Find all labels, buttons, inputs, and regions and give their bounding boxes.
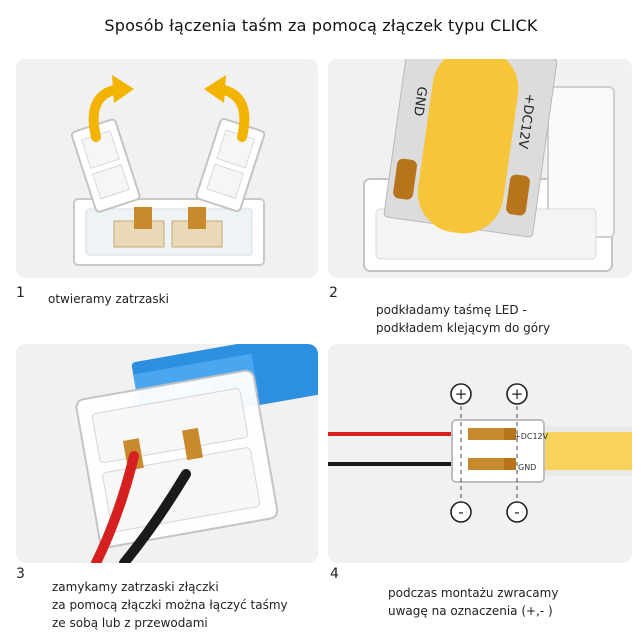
closed-connector-illustration: 10mm bbox=[16, 344, 318, 563]
svg-text:+: + bbox=[511, 385, 524, 403]
svg-text:-: - bbox=[458, 503, 463, 521]
step-2-image: GND +DC12V bbox=[328, 59, 632, 278]
step-1-image bbox=[16, 59, 318, 278]
step-number: 3 bbox=[16, 566, 25, 582]
step-3-image: 10mm bbox=[16, 344, 318, 563]
gnd-label: GND bbox=[410, 86, 429, 118]
step-number: 4 bbox=[330, 566, 339, 582]
step-number: 1 bbox=[16, 285, 25, 301]
minus-icon: - bbox=[450, 501, 472, 523]
step-caption: podkładamy taśmę LED - podkładem klejący… bbox=[376, 303, 551, 335]
plus-icon: + bbox=[450, 383, 472, 405]
minus-icon: - bbox=[506, 501, 528, 523]
gnd-label: GND bbox=[518, 463, 536, 472]
open-arrow-icon bbox=[204, 75, 250, 142]
open-connector-illustration bbox=[16, 59, 318, 278]
plus-icon: + bbox=[506, 383, 528, 405]
step-caption: zamykamy zatrzaski złączki za pomocą złą… bbox=[52, 580, 288, 630]
open-arrow-icon bbox=[88, 75, 134, 142]
page-title: Sposób łączenia taśm za pomocą złączek t… bbox=[104, 16, 538, 35]
step-caption: podczas montażu zwracamy uwagę na oznacz… bbox=[388, 586, 559, 618]
strip-insert-illustration: GND +DC12V bbox=[328, 59, 632, 278]
svg-text:+: + bbox=[455, 385, 468, 403]
svg-text:-: - bbox=[514, 503, 519, 521]
step-caption: otwieramy zatrzaski bbox=[48, 292, 169, 306]
step-number: 2 bbox=[329, 285, 338, 301]
dc12v-label: +DC12V bbox=[514, 432, 549, 441]
step-4-image: +DC12V GND + + - - bbox=[328, 344, 632, 563]
polarity-illustration: +DC12V GND + + - - bbox=[328, 344, 632, 563]
